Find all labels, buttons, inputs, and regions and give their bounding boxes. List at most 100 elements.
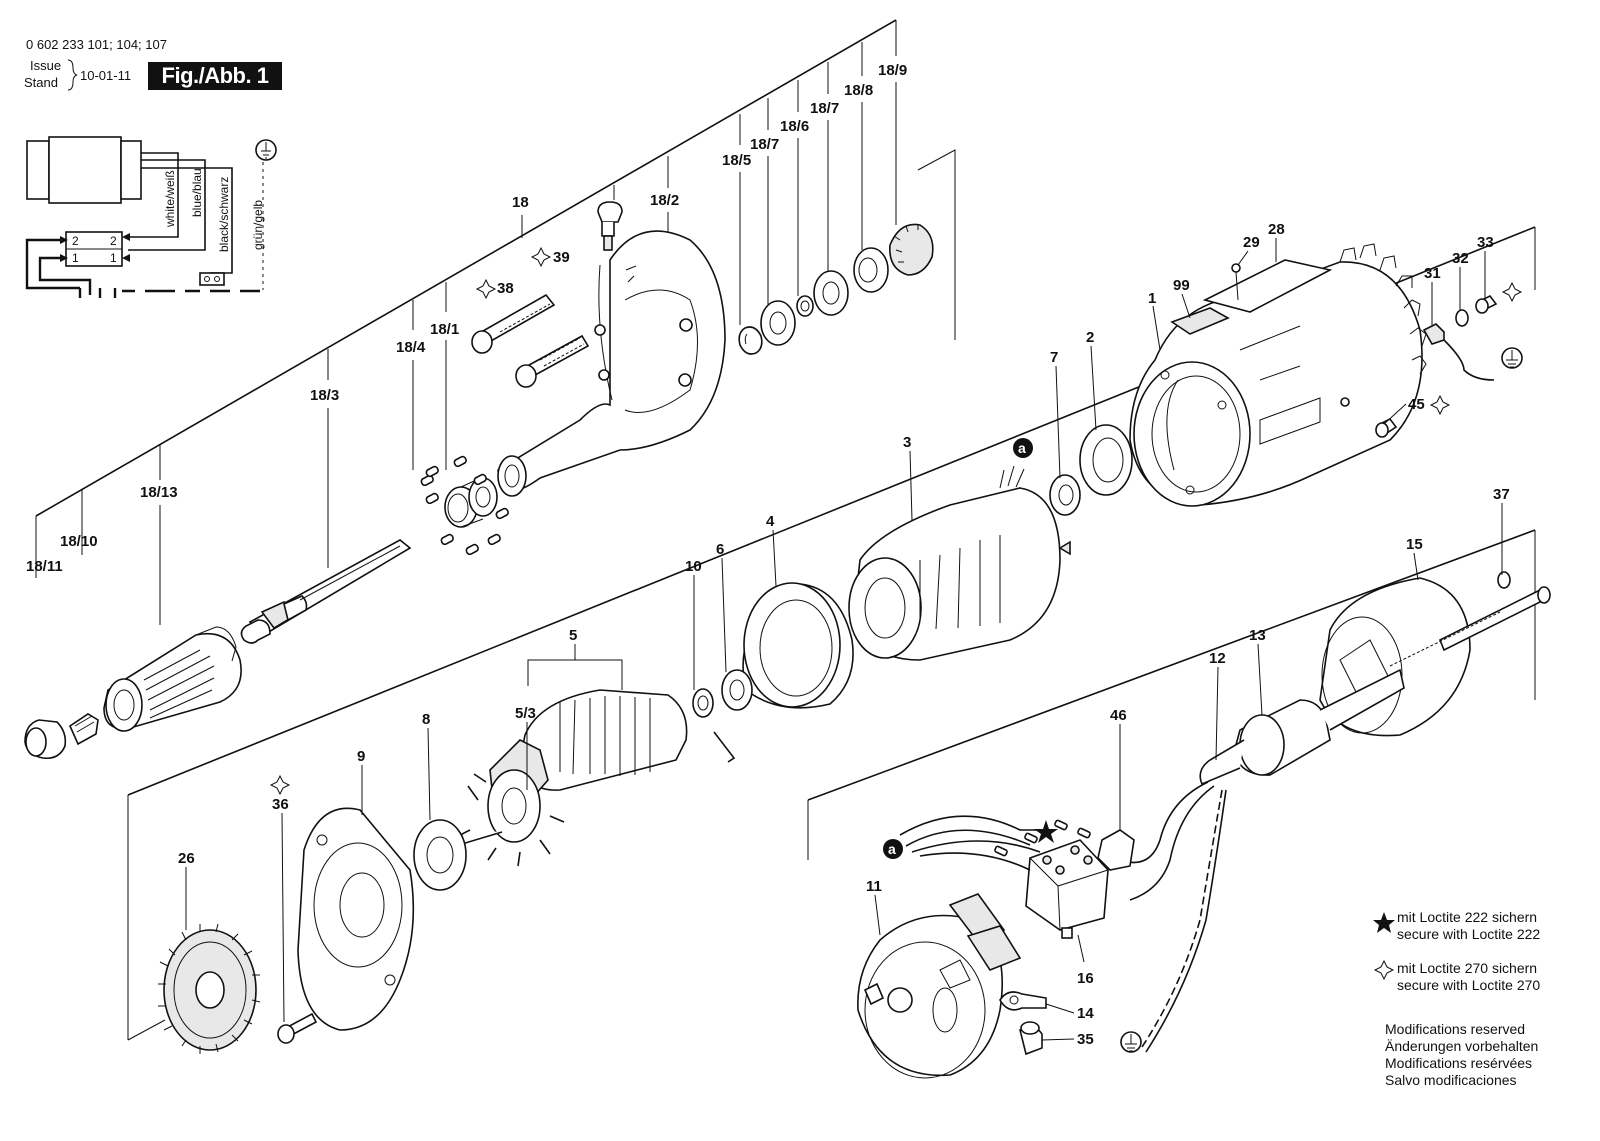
motor-end-left: [26, 140, 50, 200]
part-16-switch: [1025, 839, 1109, 939]
label-18-1: 18/1: [430, 321, 459, 338]
part-26-gear: [158, 923, 261, 1054]
terminal-2b: 2: [110, 234, 117, 248]
loctite222-marker-16: [1034, 820, 1058, 843]
part-6-bearing: [721, 669, 753, 711]
label-13: 13: [1249, 627, 1266, 644]
part-12-cord: [1119, 739, 1245, 1053]
part-32-washer: [1455, 309, 1469, 327]
part-2-seal: [1079, 424, 1133, 496]
star-icon: [1373, 912, 1395, 933]
legend-loctite222-de: mit Loctite 222 sichern: [1397, 909, 1537, 925]
wiring-schematic: 2 2 1 1 white/weiß blue/blau black/schwa…: [25, 136, 277, 298]
label-46: 46: [1110, 707, 1127, 724]
part-number: 0 602 233 101; 104; 107: [26, 37, 167, 52]
label-38: 38: [497, 280, 514, 297]
wire-green: grün/gelb: [251, 200, 265, 250]
label-32: 32: [1452, 250, 1469, 267]
label-5: 5: [569, 627, 577, 644]
part-38-screw: [471, 293, 556, 354]
label-14: 14: [1077, 1005, 1094, 1022]
part-14-terminal: [999, 991, 1047, 1011]
part-5-armature: [459, 689, 688, 867]
label-35: 35: [1077, 1031, 1094, 1048]
label-12: 12: [1209, 650, 1226, 667]
label-18-2: 18/2: [650, 192, 679, 209]
issue-date: 10-01-11: [80, 68, 131, 83]
issue-brace: [67, 59, 78, 91]
part-28-nameplate: [1202, 259, 1333, 313]
label-18-7b: 18/7: [810, 100, 839, 117]
loctite-markers: [269, 246, 1523, 843]
label-18-3: 18/3: [310, 387, 339, 404]
terminal-2a: 2: [72, 234, 79, 248]
part-3-field: [848, 465, 1071, 661]
label-18-10: 18/10: [60, 533, 98, 550]
legend-loctite222-en: secure with Loctite 222: [1397, 926, 1540, 942]
loctite270-marker-38: [475, 278, 497, 300]
label-36: 36: [272, 796, 289, 813]
label-6: 6: [716, 541, 724, 558]
part-9-flange: [297, 807, 415, 1031]
issue-label: Issue: [30, 58, 61, 73]
label-18-11: 18/11: [26, 558, 63, 575]
wire-black: black/schwarz: [217, 177, 231, 252]
part-18-9-pinion: [889, 223, 934, 276]
marker-a-lower: a: [888, 841, 896, 857]
marker-a-upper: a: [1018, 440, 1026, 456]
label-45: 45: [1408, 396, 1425, 413]
part-18-7-bearing-b: [813, 270, 849, 316]
label-4: 4: [766, 513, 775, 530]
legend-mod-es: Salvo modificaciones: [1385, 1072, 1517, 1088]
part-18-13-collet-nut: [103, 626, 242, 732]
part-4-ring: [742, 582, 854, 709]
legend-loctite270-de: mit Loctite 270 sichern: [1397, 960, 1537, 976]
part-labels: 18/11 18/10 18/13 18/3 18/4 18/1 18 18/2…: [26, 62, 1510, 1048]
part-18-5-circlip: [738, 326, 763, 355]
label-18-13: 18/13: [140, 484, 178, 501]
label-18-6: 18/6: [780, 118, 809, 135]
legend: mit Loctite 222 sichern secure with Loct…: [1373, 909, 1540, 1088]
part-29-rivet: [1231, 263, 1241, 301]
part-10-washer: [692, 688, 736, 763]
loctite270-marker-33: [1501, 281, 1523, 303]
part-36-screw: [277, 1012, 318, 1044]
label-16: 16: [1077, 970, 1094, 987]
part-18-1-needle-bearing: [444, 476, 498, 528]
part-33-screw: [1475, 294, 1498, 314]
wire-blue: blue/blau: [190, 168, 204, 217]
stand-label: Stand: [24, 75, 58, 90]
part-18-2-gear-housing: [497, 201, 726, 497]
part-37-screws: [1389, 571, 1551, 667]
part-8-bearing: [413, 819, 467, 891]
label-10: 10: [685, 558, 702, 575]
part-18-11-cap: [24, 719, 67, 760]
label-3: 3: [903, 434, 911, 451]
label-15: 15: [1406, 536, 1423, 553]
cord-frame: [807, 529, 1536, 860]
label-29: 29: [1243, 234, 1260, 251]
loctite270-marker-45: [1429, 394, 1451, 416]
terminal-1a: 1: [72, 251, 79, 265]
label-39: 39: [553, 249, 570, 266]
wire-white: white/weiß: [163, 170, 177, 228]
loctite270-marker-36: [269, 774, 291, 796]
label-18: 18: [512, 194, 529, 211]
label-31: 31: [1424, 265, 1441, 282]
label-99: 99: [1173, 277, 1190, 294]
label-18-9: 18/9: [878, 62, 907, 79]
part-11-brush-holder: [857, 893, 1022, 1079]
part-7-bearing: [1049, 474, 1081, 516]
label-33: 33: [1477, 234, 1494, 251]
label-18-7a: 18/7: [750, 136, 779, 153]
label-1: 1: [1148, 290, 1156, 307]
part-31-clip: [1422, 323, 1495, 381]
loctite270-marker-39: [530, 246, 552, 268]
legend-mod-en: Modifications reserved: [1385, 1021, 1525, 1037]
part-18-8-bearing: [853, 247, 889, 293]
label-7: 7: [1050, 349, 1058, 366]
motor-end-right: [120, 140, 142, 200]
label-28: 28: [1268, 221, 1285, 238]
part-99-label: [1170, 307, 1230, 335]
cross-star-icon: [1373, 959, 1395, 981]
